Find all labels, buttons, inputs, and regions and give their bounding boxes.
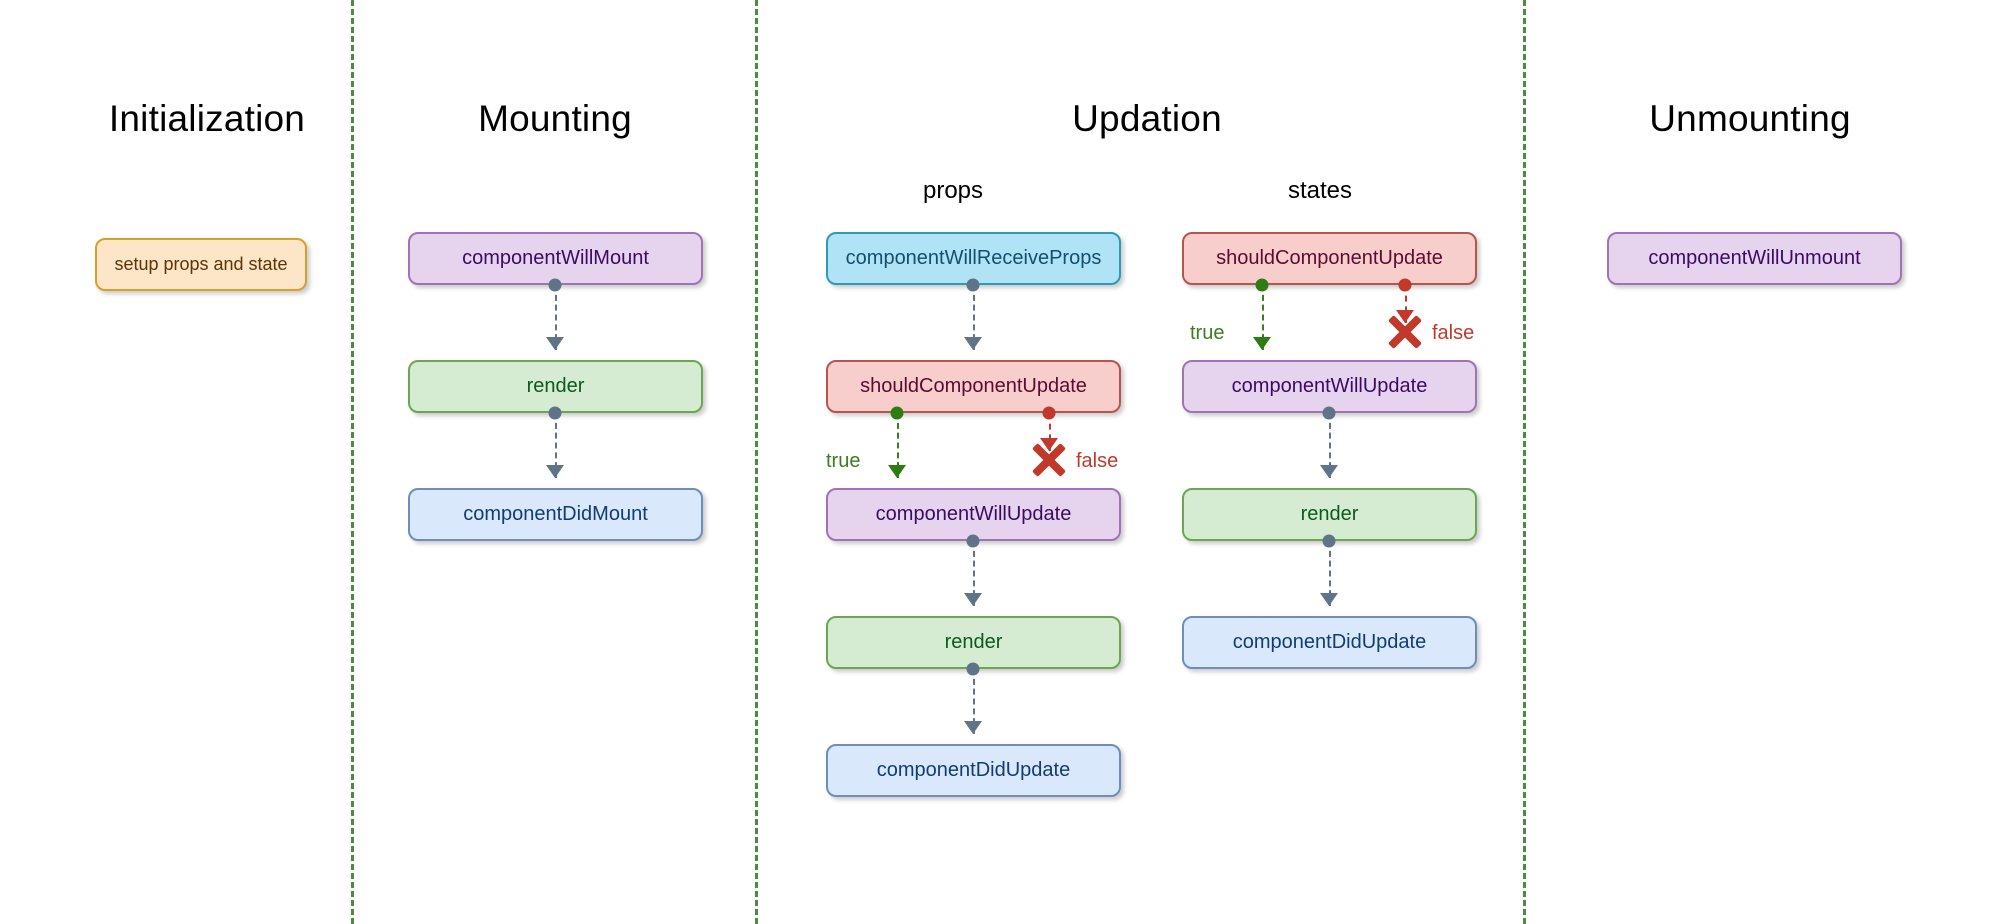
blocked-x-icon-states bbox=[1385, 312, 1425, 352]
section-title-initialization: Initialization bbox=[108, 98, 306, 139]
branch-label-states-true: true bbox=[1190, 322, 1225, 344]
section-title-updation: Updation bbox=[1072, 98, 1222, 139]
connector-arrowhead-false bbox=[1040, 438, 1058, 451]
branch-label-props-true: true bbox=[826, 450, 861, 472]
subsection-title-props: props bbox=[922, 177, 984, 204]
connector-arrowhead bbox=[546, 465, 564, 478]
node-component-will-unmount[interactable]: componentWillUnmount bbox=[1607, 232, 1902, 285]
connector-source-dot bbox=[548, 406, 562, 420]
section-title-unmounting: Unmounting bbox=[1649, 98, 1851, 139]
connector-arrowhead bbox=[964, 593, 982, 606]
node-component-will-mount[interactable]: componentWillMount bbox=[408, 232, 703, 285]
connector-source-dot-true bbox=[1255, 278, 1269, 292]
node-states-component-will-update[interactable]: componentWillUpdate bbox=[1182, 360, 1477, 413]
node-component-did-mount[interactable]: componentDidMount bbox=[408, 488, 703, 541]
node-component-will-receive-props[interactable]: componentWillReceiveProps bbox=[826, 232, 1121, 285]
connector-source-dot bbox=[966, 662, 980, 676]
node-states-render[interactable]: render bbox=[1182, 488, 1477, 541]
node-states-should-component-update[interactable]: shouldComponentUpdate bbox=[1182, 232, 1477, 285]
subsection-title-states: states bbox=[1287, 177, 1353, 204]
section-divider-3 bbox=[1523, 0, 1526, 924]
connector-source-dot-false bbox=[1398, 278, 1412, 292]
connector-arrowhead bbox=[1320, 593, 1338, 606]
blocked-x-icon-props bbox=[1029, 440, 1069, 480]
connector-arrowhead bbox=[546, 337, 564, 350]
node-setup-props-and-state[interactable]: setup props and state bbox=[95, 238, 307, 291]
node-props-component-will-update[interactable]: componentWillUpdate bbox=[826, 488, 1121, 541]
connector-arrowhead-true bbox=[888, 465, 906, 478]
connector-arrowhead bbox=[964, 721, 982, 734]
branch-label-props-false: false bbox=[1076, 450, 1119, 472]
connector-arrowhead-false bbox=[1396, 310, 1414, 323]
connector-source-dot bbox=[1322, 406, 1336, 420]
node-mounting-render[interactable]: render bbox=[408, 360, 703, 413]
node-props-render[interactable]: render bbox=[826, 616, 1121, 669]
connector-arrowhead bbox=[964, 337, 982, 350]
section-divider-1 bbox=[351, 0, 354, 924]
connector-source-dot bbox=[966, 278, 980, 292]
connector-arrowhead bbox=[1320, 465, 1338, 478]
section-title-mounting: Mounting bbox=[478, 98, 632, 139]
connector-arrowhead-true bbox=[1253, 337, 1271, 350]
connector-source-dot bbox=[548, 278, 562, 292]
branch-label-states-false: false bbox=[1432, 322, 1475, 344]
connector-source-dot-false bbox=[1042, 406, 1056, 420]
connector-source-dot bbox=[1322, 534, 1336, 548]
node-props-should-component-update[interactable]: shouldComponentUpdate bbox=[826, 360, 1121, 413]
node-props-component-did-update[interactable]: componentDidUpdate bbox=[826, 744, 1121, 797]
connector-source-dot bbox=[966, 534, 980, 548]
connector-source-dot-true bbox=[890, 406, 904, 420]
section-divider-2 bbox=[755, 0, 758, 924]
node-states-component-did-update[interactable]: componentDidUpdate bbox=[1182, 616, 1477, 669]
